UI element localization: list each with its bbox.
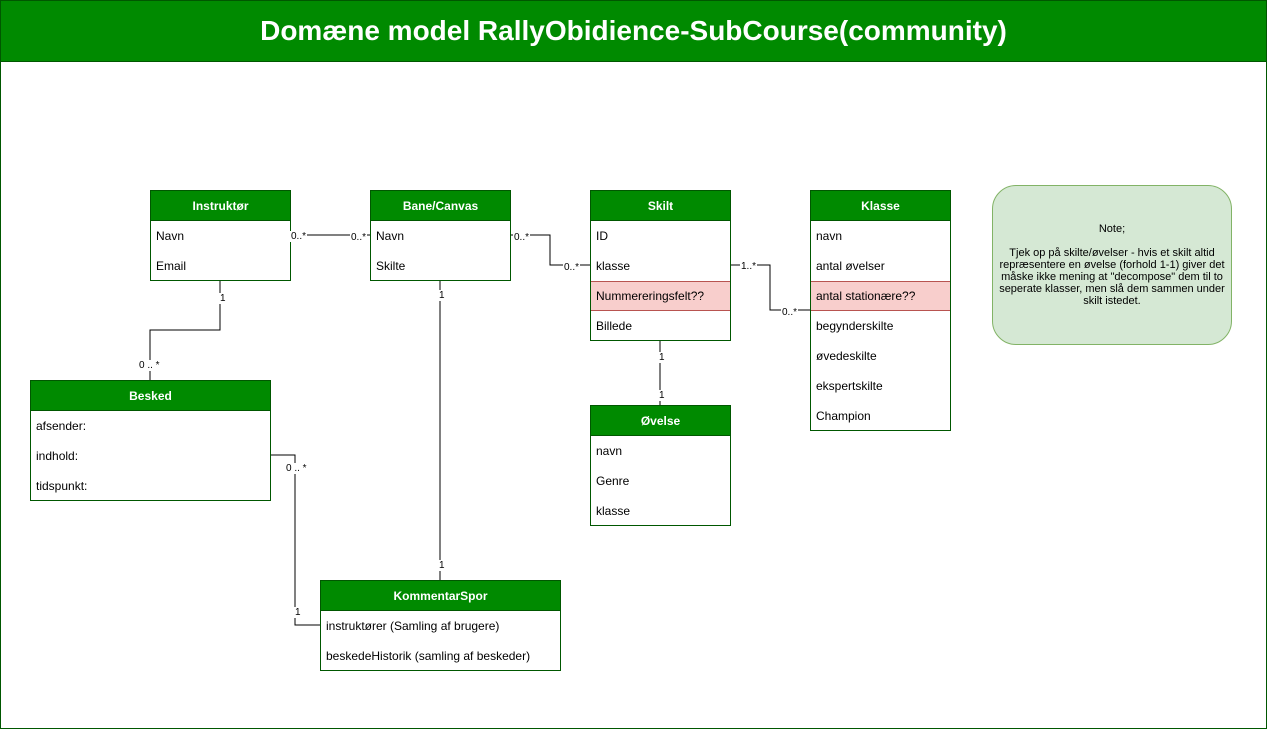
field-klasse-ekspertskilte: ekspertskilte [816,379,883,393]
mult-instruktor-besked-source: 1 [219,293,227,304]
edge-besked-kommentar [270,454,320,626]
mult-instruktor-bane-source: 0..* [290,231,308,242]
field-klasse-begynderskilte: begynderskilte [816,319,894,333]
edge-instruktor-besked [149,280,221,380]
field-klasse-antal-stationaere: antal stationære?? [811,281,950,311]
mult-skilt-klasse-target: 0..* [781,307,799,318]
mult-bane-skilt-target: 0..* [563,262,581,273]
mult-skilt-ovelse-target: 1 [658,390,666,401]
field-instruktor-email: Email [156,259,187,273]
class-bane-header: Bane/Canvas [371,191,510,221]
mult-bane-skilt-source: 0..* [513,232,531,243]
class-klasse-header: Klasse [811,191,950,221]
class-ovelse-header: Øvelse [591,406,730,436]
field-bane-navn: Navn [376,229,405,243]
class-besked-header: Besked [31,381,270,411]
mult-besked-kommentar-source: 0 .. * [285,463,308,474]
class-skilt[interactable]: Skilt ID klasse Nummereringsfelt?? Bille… [590,190,731,341]
class-ovelse[interactable]: Øvelse navn Genre klasse [590,405,731,526]
field-besked-tidspunkt: tidspunkt: [36,479,88,493]
field-klasse-antal-ovelser: antal øvelser [816,259,885,273]
mult-bane-kommentar-source: 1 [438,290,446,301]
class-skilt-header: Skilt [591,191,730,221]
mult-instruktor-bane-target: 0..* [350,232,368,243]
class-besked[interactable]: Besked afsender: indhold: tidspunkt: [30,380,271,501]
field-skilt-billede: Billede [596,319,633,333]
title-bar: Domæne model RallyObidience-SubCourse(co… [1,1,1266,62]
class-instruktor[interactable]: Instruktør Navn Email [150,190,291,281]
field-ovelse-navn: navn [596,444,623,458]
field-instruktor-navn: Navn [156,229,185,243]
field-besked-afsender: afsender: [36,419,87,433]
class-bane-canvas[interactable]: Bane/Canvas Navn Skilte [370,190,511,281]
class-kommentarspor[interactable]: KommentarSpor instruktører (Samling af b… [320,580,561,671]
mult-skilt-ovelse-source: 1 [658,352,666,363]
field-skilt-id: ID [596,229,608,243]
diagram-title: Domæne model RallyObidience-SubCourse(co… [260,15,1007,46]
mult-bane-kommentar-target: 1 [438,560,446,571]
mult-skilt-klasse-source: 1..* [740,261,758,272]
field-kommentar-beskedehistorik: beskedeHistorik (samling af beskeder) [326,649,531,663]
class-kommentarspor-header: KommentarSpor [321,581,560,611]
field-besked-indhold: indhold: [36,449,79,463]
mult-besked-kommentar-target: 1 [294,607,302,618]
field-ovelse-genre: Genre [596,474,630,488]
field-klasse-ovedeskilte: øvedeskilte [816,349,877,363]
note-text: Tjek op på skilte/øvelser - hvis et skil… [999,247,1225,307]
class-klasse[interactable]: Klasse navn antal øvelser antal stationæ… [810,190,951,431]
field-skilt-nummereringsfelt: Nummereringsfelt?? [591,281,730,311]
note-box: Note; Tjek op på skilte/øvelser - hvis e… [992,185,1232,345]
note-title: Note; [1098,223,1126,235]
field-bane-skilte: Skilte [376,259,406,273]
field-kommentar-instruktorer: instruktører (Samling af brugere) [326,619,500,633]
field-ovelse-klasse: klasse [596,504,631,518]
field-klasse-navn: navn [816,229,843,243]
mult-instruktor-besked-target: 0 .. * [138,360,161,371]
field-skilt-klasse: klasse [596,259,631,273]
class-instruktor-header: Instruktør [151,191,290,221]
field-klasse-champion: Champion [816,409,871,423]
